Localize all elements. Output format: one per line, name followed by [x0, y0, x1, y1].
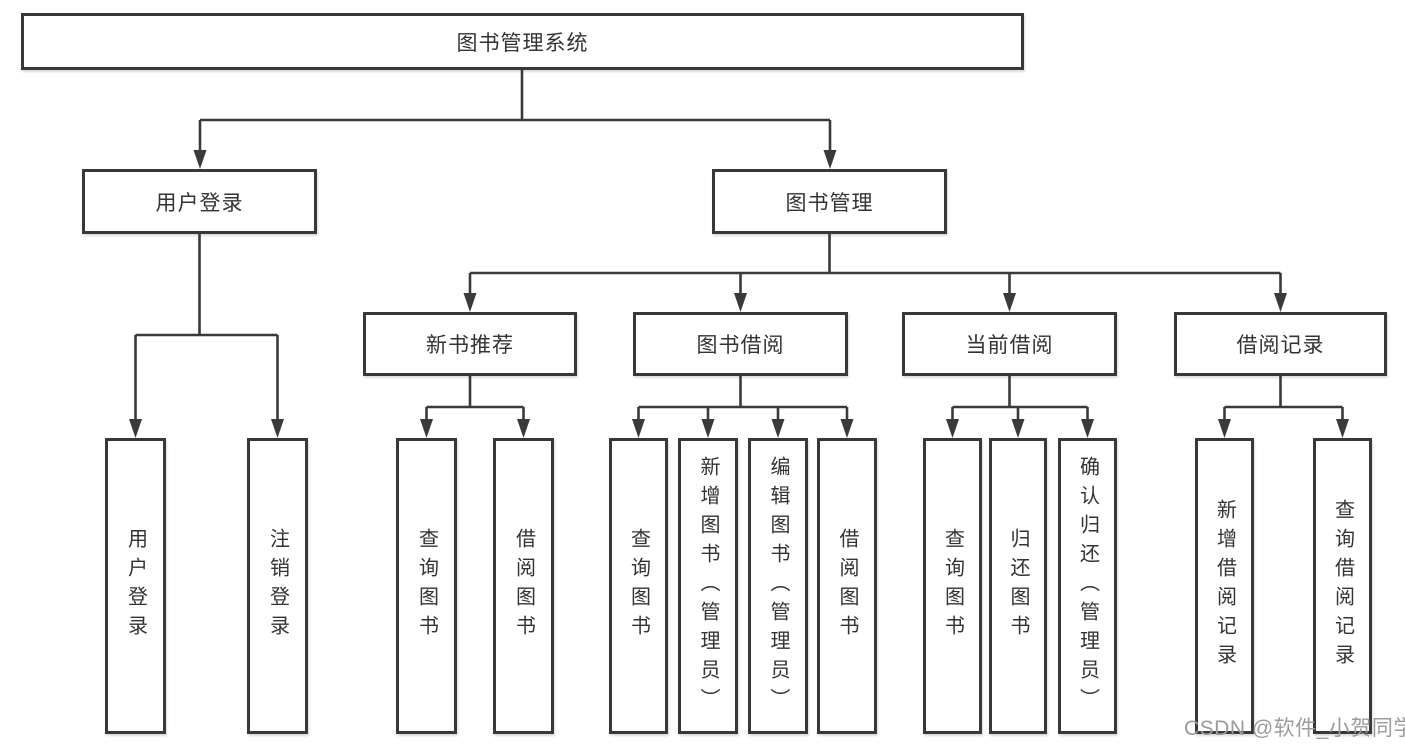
leaf-user-login: 用户登录 [105, 438, 166, 734]
leaf-add-books-admin: 新增图书（管理员） [678, 438, 738, 734]
leaf-return-books: 归还图书 [989, 438, 1047, 734]
leaf-borrowing-borrow-books: 借阅图书 [817, 438, 877, 734]
node-library-management-system: 图书管理系统 [21, 13, 1024, 70]
leaf-label: 查询图书 [941, 528, 964, 644]
leaf-label: 确认归还（管理员） [1076, 455, 1099, 717]
leaf-recommend-query-books: 查询图书 [396, 438, 457, 734]
leaf-label: 查询图书 [627, 528, 650, 644]
node-label: 图书借阅 [696, 334, 785, 357]
leaf-add-borrow-record: 新增借阅记录 [1195, 438, 1254, 734]
leaf-label: 借阅图书 [512, 528, 535, 644]
node-label: 借阅记录 [1236, 334, 1325, 357]
leaf-confirm-return-admin: 确认归还（管理员） [1058, 438, 1117, 734]
leaf-label: 查询借阅记录 [1331, 499, 1354, 673]
node-new-book-recommendation: 新书推荐 [363, 312, 577, 376]
node-label: 图书管理 [785, 191, 874, 215]
node-user-login: 用户登录 [82, 169, 317, 234]
leaf-label: 归还图书 [1007, 528, 1029, 644]
leaf-recommend-borrow-books: 借阅图书 [493, 438, 554, 734]
node-label: 当前借阅 [965, 334, 1054, 357]
node-label: 图书管理系统 [456, 31, 589, 55]
node-book-borrowing: 图书借阅 [633, 312, 848, 376]
leaf-edit-books-admin: 编辑图书（管理员） [748, 438, 808, 734]
leaf-logout: 注销登录 [247, 438, 308, 734]
leaf-label: 编辑图书（管理员） [767, 455, 789, 717]
leaf-borrowing-query-books: 查询图书 [609, 438, 668, 734]
node-current-borrowing: 当前借阅 [902, 312, 1117, 376]
leaf-label: 注销登录 [266, 528, 289, 644]
node-book-management: 图书管理 [712, 169, 947, 234]
node-label: 用户登录 [155, 191, 244, 215]
leaf-query-borrow-record: 查询借阅记录 [1313, 438, 1372, 734]
leaf-current-query-books: 查询图书 [923, 438, 982, 734]
leaf-label: 新增图书（管理员） [697, 455, 719, 717]
csdn-watermark: CSDN @软件_小贺同学 [1184, 717, 1405, 740]
leaf-label: 新增借阅记录 [1213, 499, 1236, 673]
leaf-label: 借阅图书 [836, 528, 858, 644]
node-borrowing-records: 借阅记录 [1174, 312, 1387, 376]
leaf-label: 用户登录 [124, 528, 147, 644]
leaf-label: 查询图书 [415, 528, 438, 644]
node-label: 新书推荐 [426, 334, 514, 357]
